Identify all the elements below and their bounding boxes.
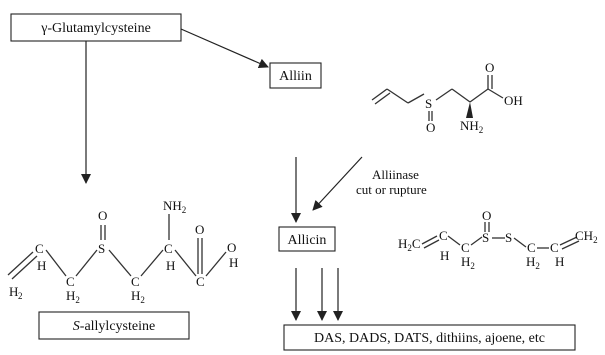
sac-nh2: NH2 [163, 198, 186, 215]
allylcysteine-box: S-allylcysteine [38, 311, 190, 340]
arrow-alliinase-to-allicin [312, 156, 363, 211]
sac-c2: C [131, 274, 140, 289]
alliinase-annotation: Alliinase cut or rupture [356, 167, 427, 197]
sac-o-carboxyl: O [195, 222, 204, 237]
alliin-structure: S O NH2 O OH [371, 60, 523, 135]
sac-h-alpha: H [166, 258, 175, 273]
alliin-carbonyl-o: O [485, 60, 494, 75]
allicin-h2: H2 [461, 254, 475, 271]
sac-o-top: O [98, 208, 107, 223]
allicin-structure: H2C C H C H2 S O S C H2 C H CH2 [398, 208, 598, 271]
glutamylcysteine-label: γ-Glutamylcysteine [40, 21, 151, 36]
products-label: DAS, DADS, DATS, dithiins, ajoene, etc [314, 331, 545, 346]
sac-c-alpha: C [164, 241, 173, 256]
sac-ch2a-h: H2 [66, 288, 80, 305]
alliin-nh: NH2 [460, 118, 483, 135]
allicin-c3: C [527, 240, 536, 255]
allylcysteine-structure: H 2 C H C H2 S O C H2 C H NH2 C O O H [7, 198, 238, 305]
alliin-box: Alliin [269, 62, 322, 89]
svg-text:2: 2 [18, 291, 23, 301]
sac-h2c: H2 [131, 288, 145, 305]
allicin-ch2: CH2 [575, 228, 598, 245]
alliin-sulfoxide-o: O [426, 120, 435, 135]
sac-oh-h: H [229, 255, 238, 270]
allylcysteine-italic-s: S [73, 319, 80, 334]
allicin-o: O [482, 208, 491, 223]
sac-h2-left: H [9, 284, 18, 299]
alliin-oh: OH [504, 93, 523, 108]
sac-s: S [98, 241, 105, 256]
alliinase-label: Alliinase [372, 167, 419, 182]
allicin-box: Allicin [278, 226, 336, 252]
allicin-label: Allicin [288, 233, 327, 248]
allicin-h4: H [555, 254, 564, 269]
sac-c1: C [35, 241, 44, 256]
alliin-label: Alliin [279, 69, 312, 84]
allicin-s1: S [482, 230, 489, 245]
products-box: DAS, DADS, DATS, dithiins, ajoene, etc [283, 324, 576, 351]
sac-h1: H [37, 258, 46, 273]
glutamylcysteine-box: γ-Glutamylcysteine [10, 13, 182, 42]
sac-ch2a-c: C [66, 274, 75, 289]
cut-or-rupture-label: cut or rupture [356, 182, 427, 197]
allylcysteine-rest: -allylcysteine [80, 319, 155, 334]
allicin-h1: H [440, 248, 449, 263]
allicin-h2c: H2C [398, 236, 421, 253]
allylcysteine-label: S-allylcysteine [73, 319, 155, 334]
arrow-glutamyl-to-alliin [180, 28, 269, 68]
sac-oh-o: O [227, 240, 236, 255]
alliin-s: S [425, 96, 432, 111]
sac-c-carboxyl: C [196, 274, 205, 289]
allicin-c2: C [461, 240, 470, 255]
allicin-c4: C [550, 240, 559, 255]
allicin-c1: C [439, 228, 448, 243]
allicin-s2: S [505, 230, 512, 245]
allicin-h3: H2 [526, 254, 540, 271]
